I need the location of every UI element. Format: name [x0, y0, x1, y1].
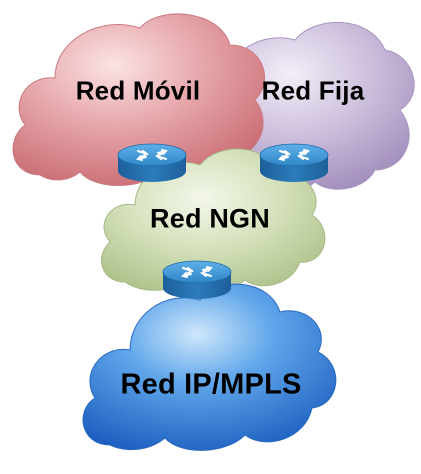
label-red-ipmpls: Red IP/MPLS — [120, 368, 302, 401]
router-icon — [162, 260, 232, 299]
router-icon — [259, 143, 329, 182]
label-red-fija: Red Fija — [261, 75, 365, 106]
cloud-red-ipmpls — [82, 283, 337, 451]
label-red-ngn: Red NGN — [150, 203, 270, 234]
router-icon — [117, 143, 187, 182]
label-red-movil: Red Móvil — [75, 75, 201, 106]
cloud-red-movil — [12, 13, 265, 186]
